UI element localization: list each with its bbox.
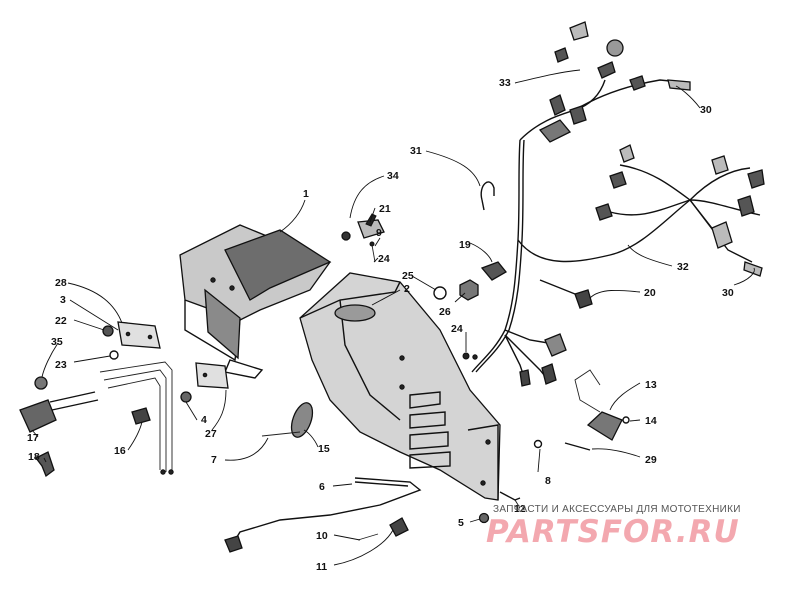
bulb-socket-30b <box>743 261 763 277</box>
grommet-23 <box>109 350 119 360</box>
console-housing <box>299 272 501 501</box>
nut-26 <box>459 279 479 301</box>
callout-17: 17 <box>27 432 39 444</box>
callout-18: 18 <box>28 451 40 463</box>
callout-25: 25 <box>402 270 414 282</box>
probe-7 <box>261 431 301 437</box>
screw-12 <box>499 491 521 501</box>
nut-5 <box>478 512 490 524</box>
callout-30a: 30 <box>700 104 712 116</box>
watermark: ЗАПЧАСТИ И АКСЕССУАРЫ ДЛЯ МОТОТЕХНИКИ PA… <box>486 504 741 550</box>
sender-19 <box>480 261 507 281</box>
callout-23: 23 <box>55 359 67 371</box>
callout-8: 8 <box>545 475 551 487</box>
callout-26: 26 <box>439 306 451 318</box>
pad-15 <box>290 402 314 438</box>
callout-10: 10 <box>316 530 328 542</box>
callout-2: 2 <box>404 283 410 295</box>
callout-30b: 30 <box>722 287 734 299</box>
ground-cable-6 <box>224 477 422 553</box>
callout-11: 11 <box>316 561 327 573</box>
bulb-34 <box>341 231 351 241</box>
callout-35: 35 <box>51 336 63 348</box>
callout-31: 31 <box>410 145 422 157</box>
callout-6: 6 <box>319 481 325 493</box>
leader-lines <box>31 69 755 566</box>
bulb-socket-30a <box>667 79 691 91</box>
nut-35 <box>34 376 48 390</box>
callout-labels: 1 2 3 4 5 6 7 8 9 10 11 12 13 14 15 16 1… <box>27 77 734 573</box>
grommet-24b <box>462 352 470 360</box>
callout-27: 27 <box>205 428 217 440</box>
wiring-harness <box>471 21 765 387</box>
callout-32: 32 <box>677 261 689 273</box>
connector-11 <box>389 517 409 537</box>
callout-16: 16 <box>114 445 126 457</box>
callout-20: 20 <box>644 287 656 299</box>
upper-cover <box>179 224 332 379</box>
watermark-caption: ЗАПЧАСТИ И АКСЕССУАРЫ ДЛЯ МОТОТЕХНИКИ <box>493 504 741 515</box>
callout-24a: 24 <box>378 253 390 265</box>
callout-29: 29 <box>645 454 657 466</box>
callout-22: 22 <box>55 315 67 327</box>
callout-5: 5 <box>458 517 464 529</box>
clip-31 <box>480 181 495 201</box>
plate-3 <box>117 321 161 349</box>
callout-21: 21 <box>379 203 391 215</box>
callout-9: 9 <box>376 227 382 239</box>
fuse-10 <box>357 533 379 541</box>
callout-34: 34 <box>387 170 399 182</box>
callout-19: 19 <box>459 239 471 251</box>
cable-16 <box>99 361 174 475</box>
rectifier-13 <box>574 369 623 441</box>
washer-22 <box>102 325 114 337</box>
plate-27 <box>195 362 229 389</box>
screw-29 <box>564 442 591 451</box>
callout-15: 15 <box>318 443 330 455</box>
callout-4: 4 <box>201 414 207 426</box>
callout-28: 28 <box>55 277 67 289</box>
ignition-switch-17 <box>19 391 99 433</box>
callout-12: 12 <box>514 503 526 515</box>
callout-7: 7 <box>211 454 217 466</box>
washer-25 <box>433 286 447 300</box>
watermark-brand: PARTSFOR.RU <box>486 514 740 550</box>
callout-1: 1 <box>303 188 309 200</box>
key-18 <box>35 451 55 478</box>
callout-33: 33 <box>499 77 511 89</box>
callout-14: 14 <box>645 415 657 427</box>
callout-24b: 24 <box>451 323 463 335</box>
washer-8 <box>533 439 543 449</box>
callout-3: 3 <box>60 294 66 306</box>
nut-4 <box>180 391 192 403</box>
washer-14 <box>622 416 630 424</box>
callout-13: 13 <box>645 379 657 391</box>
